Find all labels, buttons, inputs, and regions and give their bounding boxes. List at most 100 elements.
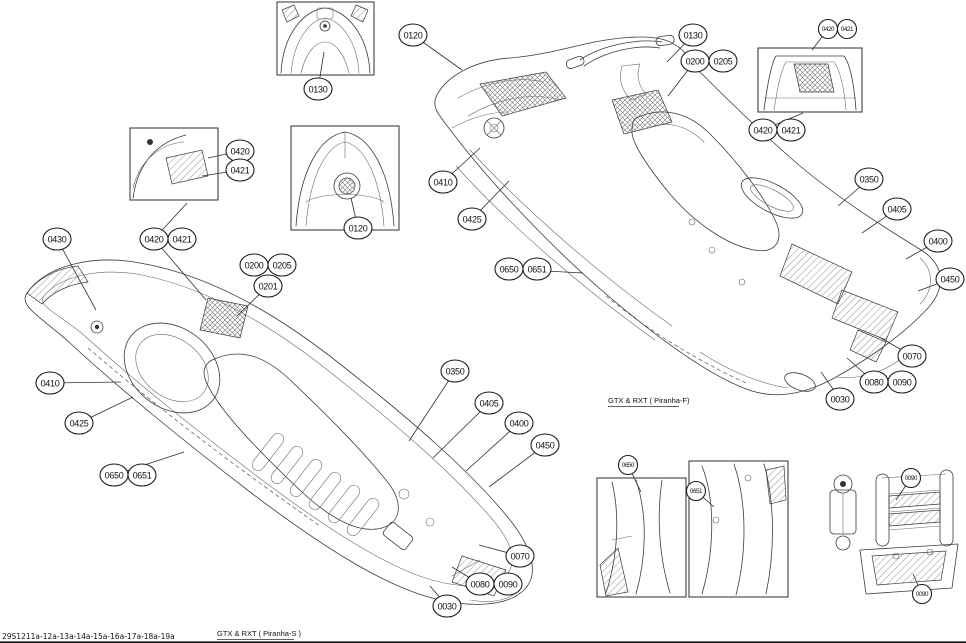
- part-callout-bubble-0090[interactable]: [887, 370, 917, 394]
- part-callout-number-0205[interactable]: 0205: [714, 57, 733, 67]
- part-callout-number-0200[interactable]: 0200: [245, 261, 264, 271]
- part-callout-bubble-0405[interactable]: [882, 197, 912, 221]
- part-callout-bubble-0425[interactable]: [64, 411, 94, 435]
- part-callout-number-0090[interactable]: 0090: [499, 580, 518, 590]
- deck-decal-hatch: [199, 297, 249, 339]
- callout-leader-lines: [49, 28, 951, 607]
- part-callout-number-0080[interactable]: 0080: [865, 378, 884, 388]
- part-callout-number-0090[interactable]: 0090: [893, 378, 912, 388]
- part-callout-bubble-0405[interactable]: [474, 391, 504, 415]
- part-callout-number-0070[interactable]: 0070: [511, 552, 530, 562]
- part-callout-number-0421[interactable]: 0421: [173, 235, 192, 245]
- part-callout-number-0425[interactable]: 0425: [463, 215, 482, 225]
- part-callout-number-0030[interactable]: 0030: [438, 602, 457, 612]
- part-callout-number-0450[interactable]: 0450: [941, 275, 960, 285]
- part-callout-number-0430[interactable]: 0430: [48, 235, 67, 245]
- part-callout-bubble-0030[interactable]: [825, 387, 855, 411]
- handlebar: [579, 40, 663, 67]
- fuel-cap: [90, 320, 104, 334]
- part-callout-number-0350[interactable]: 0350: [860, 175, 879, 185]
- bow-emblem: [333, 172, 361, 200]
- model-caption-left: GTX & RXT ( Piranha-S ): [217, 629, 302, 638]
- part-callout-number-0420[interactable]: 0420: [231, 147, 250, 157]
- part-callout-bubble-0205[interactable]: [708, 49, 738, 73]
- part-callout-number-0410[interactable]: 0410: [434, 178, 453, 188]
- part-callout-number-0405[interactable]: 0405: [888, 205, 907, 215]
- part-callout-bubble-0130[interactable]: [678, 23, 708, 47]
- part-callout-bubble-0090[interactable]: [493, 572, 523, 596]
- part-callout-number-0651[interactable]: 0651: [690, 488, 704, 495]
- mirror-detail-box: [757, 47, 863, 113]
- part-callout-bubble-0070[interactable]: [897, 344, 927, 368]
- part-callout-bubble-0130[interactable]: [303, 77, 333, 101]
- part-callout-bubble-0410[interactable]: [428, 170, 458, 194]
- part-callout-bubble-0450[interactable]: [530, 433, 560, 457]
- part-callout-number-0350[interactable]: 0350: [446, 367, 465, 377]
- part-callout-number-0130[interactable]: 0130: [309, 85, 328, 95]
- part-callout-number-0070[interactable]: 0070: [903, 352, 922, 362]
- part-callout-bubble-0421[interactable]: [776, 118, 806, 142]
- part-callout-number-0120[interactable]: 0120: [404, 31, 423, 41]
- part-callout-bubble-0400[interactable]: [923, 229, 953, 253]
- part-callout-number-0420[interactable]: 0420: [145, 235, 164, 245]
- part-callout-number-0421[interactable]: 0421: [841, 26, 855, 33]
- part-callout-number-0450[interactable]: 0450: [536, 441, 555, 451]
- part-callout-bubble-0421[interactable]: [225, 158, 255, 182]
- part-callout-bubble-0410[interactable]: [35, 371, 65, 395]
- part-callout-number-0405[interactable]: 0405: [480, 399, 499, 409]
- part-callout-number-0421[interactable]: 0421: [782, 126, 801, 136]
- part-callout-number-0130[interactable]: 0130: [684, 31, 703, 41]
- captions-layer: GTX & RXT ( Piranha-S ) GTX & RXT ( Pira…: [0, 396, 966, 643]
- part-callout-number-0090[interactable]: 0090: [905, 475, 919, 482]
- part-callout-number-0205[interactable]: 0205: [273, 261, 292, 271]
- part-callout-number-0201[interactable]: 0201: [259, 282, 278, 292]
- part-callout-bubble-0090[interactable]: [911, 583, 933, 605]
- callout-leader-line: [408, 370, 456, 442]
- part-callout-number-0420[interactable]: 0420: [754, 126, 773, 136]
- part-callout-bubble-0030[interactable]: [432, 594, 462, 618]
- part-callout-bubble-0350[interactable]: [440, 359, 470, 383]
- part-callout-bubble-0425[interactable]: [457, 207, 487, 231]
- part-callout-bubble-0090[interactable]: [900, 467, 922, 489]
- front-emblem-detail-box: [290, 125, 400, 231]
- jet-pump-nozzle: [784, 372, 816, 392]
- part-callout-number-0200[interactable]: 0200: [686, 57, 705, 67]
- part-callout-bubble-0651[interactable]: [685, 480, 707, 502]
- part-callout-number-0650[interactable]: 0650: [105, 471, 124, 481]
- part-callout-number-0420[interactable]: 0420: [822, 26, 836, 33]
- hull-corner-detail-box: [129, 127, 219, 201]
- part-callout-number-0120[interactable]: 0120: [349, 224, 368, 234]
- part-callout-bubble-0650[interactable]: [617, 454, 639, 476]
- part-callout-bubble-0421[interactable]: [836, 18, 858, 40]
- part-callout-bubble-0350[interactable]: [854, 167, 884, 191]
- part-callout-number-0650[interactable]: 0650: [622, 462, 636, 469]
- part-callout-bubble-0120[interactable]: [398, 23, 428, 47]
- rear-grab-handle: [740, 177, 804, 219]
- part-callout-number-0410[interactable]: 0410: [41, 379, 60, 389]
- part-callout-number-0651[interactable]: 0651: [133, 471, 152, 481]
- step-rail-left: [875, 473, 890, 547]
- part-callout-number-0650[interactable]: 0650: [500, 265, 519, 275]
- part-callout-bubble-0120[interactable]: [343, 216, 373, 240]
- part-callout-bubble-0651[interactable]: [127, 463, 157, 487]
- part-callout-bubble-0651[interactable]: [522, 257, 552, 281]
- part-callout-bubble-0070[interactable]: [505, 544, 535, 568]
- part-callout-number-0425[interactable]: 0425: [70, 419, 89, 429]
- part-callout-number-0400[interactable]: 0400: [510, 419, 529, 429]
- part-callout-number-0080[interactable]: 0080: [471, 580, 490, 590]
- part-callout-number-0090[interactable]: 0090: [916, 591, 930, 598]
- part-callout-bubble-0450[interactable]: [935, 267, 965, 291]
- model-caption-right: GTX & RXT ( Piranha-F): [608, 396, 690, 405]
- part-callout-bubble-0430[interactable]: [42, 227, 72, 251]
- part-callout-number-0651[interactable]: 0651: [528, 265, 547, 275]
- part-callout-bubble-0421[interactable]: [167, 227, 197, 251]
- callout-leader-line: [153, 238, 207, 301]
- part-callout-number-0030[interactable]: 0030: [831, 395, 850, 405]
- part-callout-number-0400[interactable]: 0400: [929, 237, 948, 247]
- part-callout-number-0421[interactable]: 0421: [231, 166, 250, 176]
- part-callout-bubble-0201[interactable]: [253, 274, 283, 298]
- rear-mat-hatch-2: [831, 289, 899, 341]
- part-callout-bubble-0205[interactable]: [267, 253, 297, 277]
- part-callout-bubble-0400[interactable]: [504, 411, 534, 435]
